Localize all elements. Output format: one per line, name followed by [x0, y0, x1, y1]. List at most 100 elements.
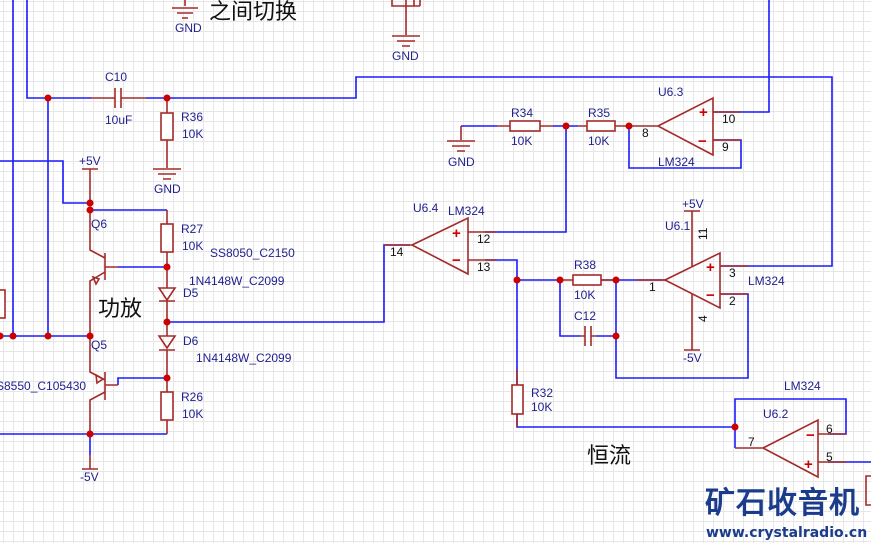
neg5v-label: -5V — [80, 470, 99, 484]
gnd-label: GND — [448, 155, 475, 169]
junction-dot — [9, 332, 17, 340]
junction-dot — [163, 318, 171, 326]
transistor-q5: Q5 SS8550_C105430 — [0, 336, 118, 434]
pin-label: 7 — [748, 435, 755, 449]
c10-ref: C10 — [105, 70, 127, 84]
u6-3-part: LM324 — [658, 155, 695, 169]
junction-dot — [44, 332, 52, 340]
u6-4-part: LM324 — [448, 204, 485, 218]
wire-q5-base — [117, 377, 167, 385]
pos5v-q6: +5V — [79, 154, 101, 203]
gnd-top-mid: GND — [391, 0, 421, 63]
u6-4-ref: U6.4 — [413, 201, 439, 215]
c10-value: 10uF — [105, 113, 132, 127]
pin-label: 6 — [826, 422, 833, 436]
wire-left-inner — [26, 0, 91, 99]
resistor-r34: R34 10K — [497, 106, 553, 148]
gnd-r36: GND — [153, 140, 181, 196]
neg5v-q5: -5V — [80, 434, 99, 484]
minus-sign: − — [698, 133, 707, 150]
wire-u64-plus — [485, 126, 567, 233]
pin-label: 10 — [722, 112, 736, 126]
minus-sign: − — [706, 287, 715, 304]
pin-label: 4 — [696, 315, 710, 322]
junction-dot — [44, 94, 52, 102]
junction-dot — [0, 332, 4, 340]
q5-part: SS8550_C105430 — [0, 379, 86, 393]
r38-value: 10K — [574, 288, 595, 302]
junctions — [0, 94, 739, 438]
q6-part: SS8050_C2150 — [210, 246, 295, 260]
r27-value: 10K — [182, 239, 203, 253]
pin-label: 9 — [722, 140, 729, 154]
junction-dot — [556, 276, 564, 284]
junction-dot — [163, 263, 171, 271]
wire-u64-minus — [485, 259, 518, 385]
junction-dot — [163, 94, 171, 102]
watermark: 矿石收音机 www.crystalradio.cn — [705, 486, 867, 541]
pin-label: 2 — [729, 294, 736, 308]
r32-value: 10K — [531, 400, 552, 414]
diode-d5: D5 1N4148W_C2099 — [157, 267, 285, 322]
transistor-q6: Q6 SS8050_C2150 — [89, 210, 295, 336]
pin-label: 11 — [696, 227, 710, 240]
q6-ref: Q6 — [91, 217, 107, 231]
opamp-u6-1: + − 3 2 1 11 4 +5V -5V U6.1 LM324 — [636, 197, 785, 365]
junction-dot — [86, 332, 94, 340]
plus-sign: + — [804, 456, 813, 473]
component-offscreen — [865, 475, 871, 506]
minus-sign: − — [452, 252, 461, 269]
d6-part: 1N4148W_C2099 — [196, 351, 292, 365]
junction-dot — [86, 430, 94, 438]
gnd-r34: GND — [447, 126, 475, 169]
wire-c12-left — [559, 280, 580, 337]
neg5v-label: -5V — [683, 351, 702, 365]
wire-feed-q6 — [0, 160, 90, 204]
pin-label: 5 — [826, 450, 833, 464]
u6-1-ref: U6.1 — [665, 219, 691, 233]
u6-2-part: LM324 — [784, 379, 821, 393]
r36-value: 10K — [182, 127, 203, 141]
pos5v-label: +5V — [79, 154, 101, 168]
r34-value: 10K — [511, 134, 532, 148]
u6-2-ref: U6.2 — [763, 407, 789, 421]
resistor-r32: R32 10K — [511, 370, 553, 427]
pin-label: 8 — [642, 126, 649, 140]
pin-label: 1 — [649, 280, 656, 294]
wire-u63-out-up — [713, 0, 770, 113]
r35-ref: R35 — [588, 106, 610, 120]
resistor-r35: R35 10K — [578, 106, 629, 148]
junction-dot — [86, 206, 94, 214]
wires — [0, 0, 871, 463]
opamp-u6-3: + − 10 9 8 U6.3 LM324 — [629, 85, 741, 169]
u6-1-part: LM324 — [748, 274, 785, 288]
junction-dot — [163, 374, 171, 382]
opamp-u6-4: + − 12 13 14 U6.4 LM324 — [384, 201, 496, 276]
q5-ref: Q5 — [91, 338, 107, 352]
pos5v-label: +5V — [682, 197, 704, 211]
plus-sign: + — [452, 225, 461, 242]
gnd-top-left: GND — [172, 0, 202, 35]
d6-ref: D6 — [183, 334, 199, 348]
annotation-constant-current: 恒流 — [587, 444, 631, 469]
r32-ref: R32 — [531, 386, 553, 400]
r27-ref: R27 — [181, 222, 203, 236]
capacitor-c12: C12 — [574, 309, 596, 346]
opamp-u6-2: − + 6 5 7 U6.2 LM324 — [735, 379, 846, 479]
gnd-label: GND — [154, 182, 181, 196]
resistor-r26: R26 10K — [160, 378, 203, 434]
r26-ref: R26 — [181, 390, 203, 404]
capacitor-c10: C10 10uF — [91, 70, 146, 127]
resistor-r27: R27 10K — [160, 210, 203, 267]
resistor-r38: R38 10K — [560, 258, 616, 302]
u6-3-ref: U6.3 — [658, 85, 684, 99]
pin-label: 12 — [477, 232, 491, 246]
junction-dot — [513, 276, 521, 284]
wire-c10-r36-right — [146, 76, 833, 267]
pin-label: 3 — [729, 266, 736, 280]
r26-value: 10K — [182, 407, 203, 421]
minus-sign: − — [806, 427, 815, 444]
plus-sign: + — [699, 104, 708, 121]
